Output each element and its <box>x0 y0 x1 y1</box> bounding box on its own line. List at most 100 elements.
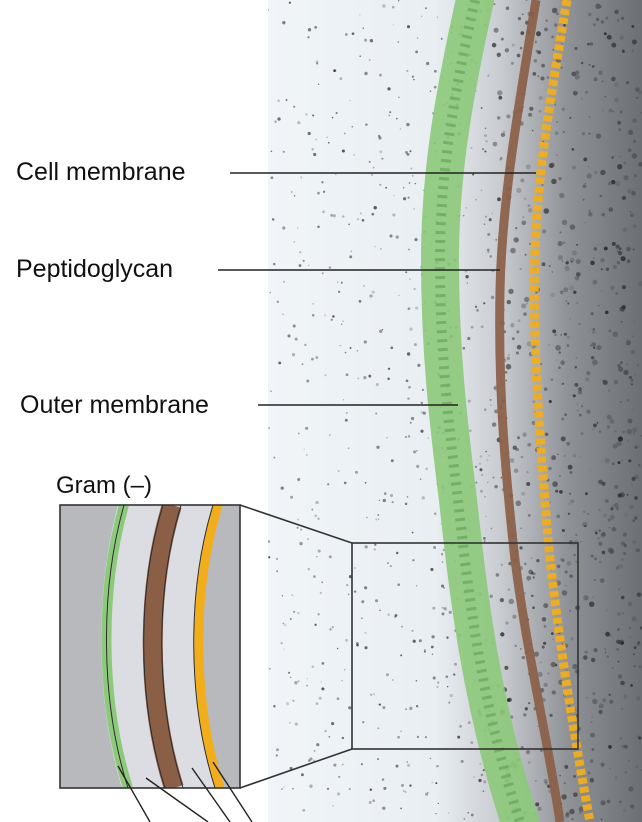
speckle <box>382 807 385 810</box>
speckle <box>599 431 601 433</box>
speckle <box>430 758 432 760</box>
speckle <box>386 437 387 438</box>
speckle <box>583 595 588 600</box>
speckle <box>323 191 325 193</box>
speckle <box>298 432 300 434</box>
speckle <box>376 446 379 449</box>
speckle <box>412 630 414 632</box>
speckle <box>545 433 549 437</box>
speckle <box>614 503 619 508</box>
speckle <box>621 641 624 644</box>
speckle <box>490 405 491 406</box>
speckle <box>388 114 390 116</box>
speckle <box>561 418 564 421</box>
speckle <box>441 584 444 587</box>
speckle <box>441 38 443 40</box>
speckle <box>632 477 636 481</box>
speckle <box>583 185 587 189</box>
speckle <box>270 390 272 392</box>
speckle <box>574 554 576 556</box>
speckle <box>585 183 587 185</box>
speckle <box>366 517 368 519</box>
speckle <box>443 549 445 551</box>
speckle <box>623 162 626 165</box>
speckle <box>270 292 271 293</box>
speckle <box>581 405 583 407</box>
speckle <box>318 84 319 85</box>
speckle <box>409 707 412 710</box>
speckle <box>267 540 270 543</box>
speckle <box>560 334 561 335</box>
speckle <box>577 410 578 411</box>
speckle <box>368 375 371 378</box>
speckle <box>506 356 510 360</box>
speckle <box>271 176 274 179</box>
speckle <box>636 97 638 99</box>
speckle <box>344 669 345 670</box>
speckle <box>313 153 316 156</box>
speckle <box>441 553 443 555</box>
speckle <box>594 171 598 175</box>
speckle <box>590 470 592 472</box>
speckle <box>592 597 594 599</box>
speckle <box>587 173 592 178</box>
speckle <box>357 378 359 380</box>
speckle <box>617 364 621 368</box>
speckle <box>622 285 626 289</box>
speckle <box>520 528 522 530</box>
speckle <box>299 251 301 253</box>
speckle <box>605 17 608 20</box>
speckle <box>490 595 493 598</box>
speckle <box>618 128 621 131</box>
speckle <box>369 801 372 804</box>
speckle <box>515 227 517 229</box>
speckle <box>516 448 519 451</box>
speckle <box>558 255 563 260</box>
speckle <box>370 694 372 696</box>
speckle <box>528 113 532 117</box>
speckle <box>398 0 399 1</box>
speckle <box>492 213 493 214</box>
speckle <box>495 239 497 241</box>
speckle <box>554 104 555 105</box>
speckle <box>357 350 359 352</box>
speckle <box>601 290 603 292</box>
speckle <box>628 148 632 152</box>
speckle <box>348 223 350 225</box>
speckle <box>602 110 603 111</box>
speckle <box>424 649 426 651</box>
speckle <box>390 346 393 349</box>
speckle <box>551 179 557 185</box>
speckle <box>468 812 469 813</box>
speckle <box>350 250 352 252</box>
speckle <box>540 661 542 663</box>
speckle <box>282 226 285 229</box>
speckle <box>434 512 436 514</box>
speckle <box>570 471 573 474</box>
speckle <box>442 561 444 563</box>
speckle <box>414 343 417 346</box>
speckle <box>505 380 507 382</box>
speckle <box>510 248 516 254</box>
speckle <box>463 215 464 216</box>
speckle <box>314 624 316 626</box>
speckle <box>551 378 553 380</box>
speckle <box>583 511 585 513</box>
speckle <box>321 681 322 682</box>
speckle <box>417 736 419 738</box>
speckle <box>630 213 634 217</box>
speckle <box>569 493 571 495</box>
inset-title: Gram (–) <box>56 474 152 498</box>
speckle <box>331 722 334 725</box>
speckle <box>608 745 612 749</box>
speckle <box>621 321 623 323</box>
speckle <box>541 64 545 68</box>
speckle <box>608 519 611 522</box>
speckle <box>627 260 630 263</box>
speckle <box>493 142 498 147</box>
speckle <box>552 271 553 272</box>
speckle <box>360 212 362 214</box>
speckle <box>617 249 621 253</box>
speckle <box>332 315 335 318</box>
speckle <box>572 251 577 256</box>
